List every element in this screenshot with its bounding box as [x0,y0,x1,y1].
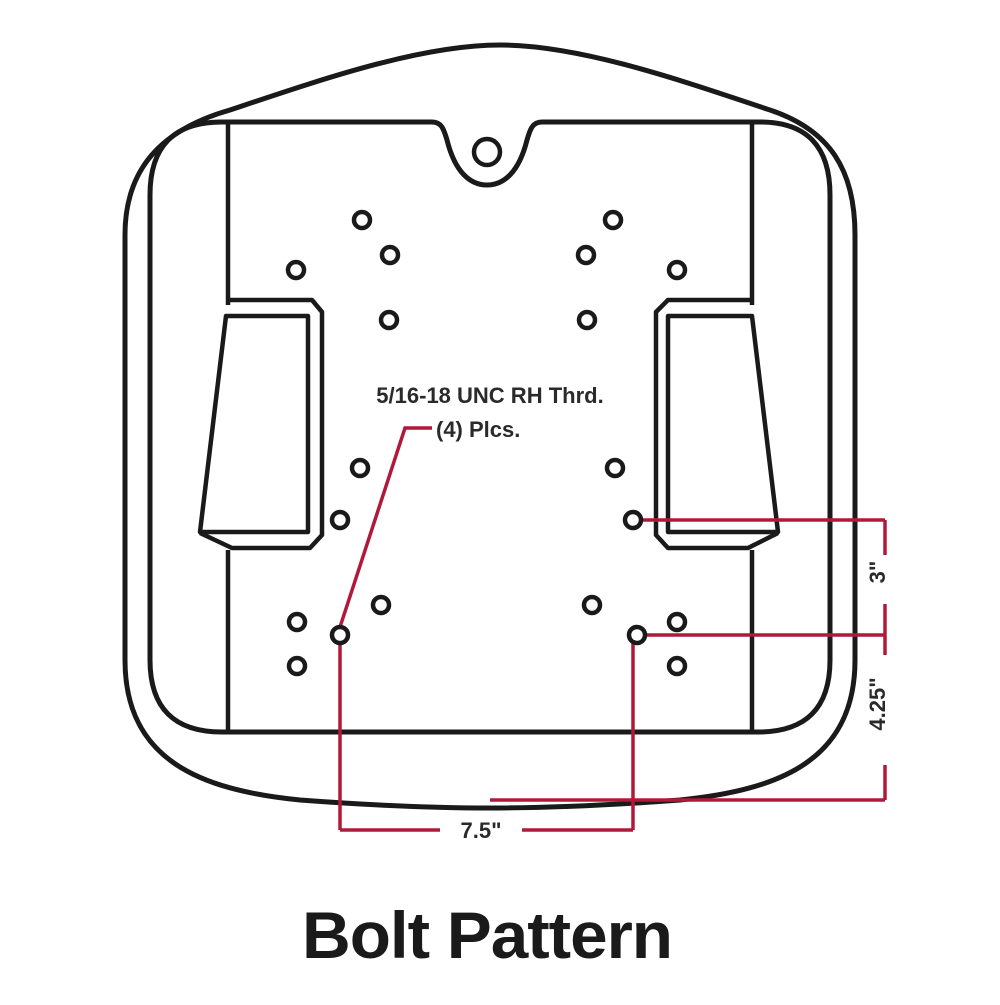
hole [379,244,401,266]
left-bracket-inner [197,313,311,535]
mounting-holes [285,209,688,677]
hole [329,509,351,531]
dim-label-425in: 4.25" [865,677,890,730]
hole [378,309,400,331]
hole [666,655,688,677]
bolt-hole-lower-right [626,624,648,646]
diagram-title: Bolt Pattern [302,898,672,972]
top-center-hole [471,136,503,168]
note-leader-line [338,426,432,628]
left-bracket-outer [199,297,325,551]
inner-panel-outline [147,119,833,735]
hole [351,209,373,231]
bolt-hole-upper-left [329,624,351,646]
hole [286,611,308,633]
dim-label-3in: 3" [865,561,890,584]
hole [576,309,598,331]
thread-spec-note: 5/16-18 UNC RH Thrd. [376,383,603,408]
hole [575,244,597,266]
hole [666,259,688,281]
hole [581,594,603,616]
hole [349,457,371,479]
hole [666,611,688,633]
right-bracket-inner [665,313,781,535]
dim-label-75in: 7.5" [460,818,501,843]
right-bracket-outer [653,297,780,551]
outer-shell-outline [122,42,858,811]
bolt-hole-upper-right [622,509,644,531]
dimension-lines [338,426,887,832]
hole [285,259,307,281]
places-count-note: (4) Plcs. [436,417,520,442]
hole [370,594,392,616]
hole [604,457,626,479]
hole [602,209,624,231]
hole [286,655,308,677]
